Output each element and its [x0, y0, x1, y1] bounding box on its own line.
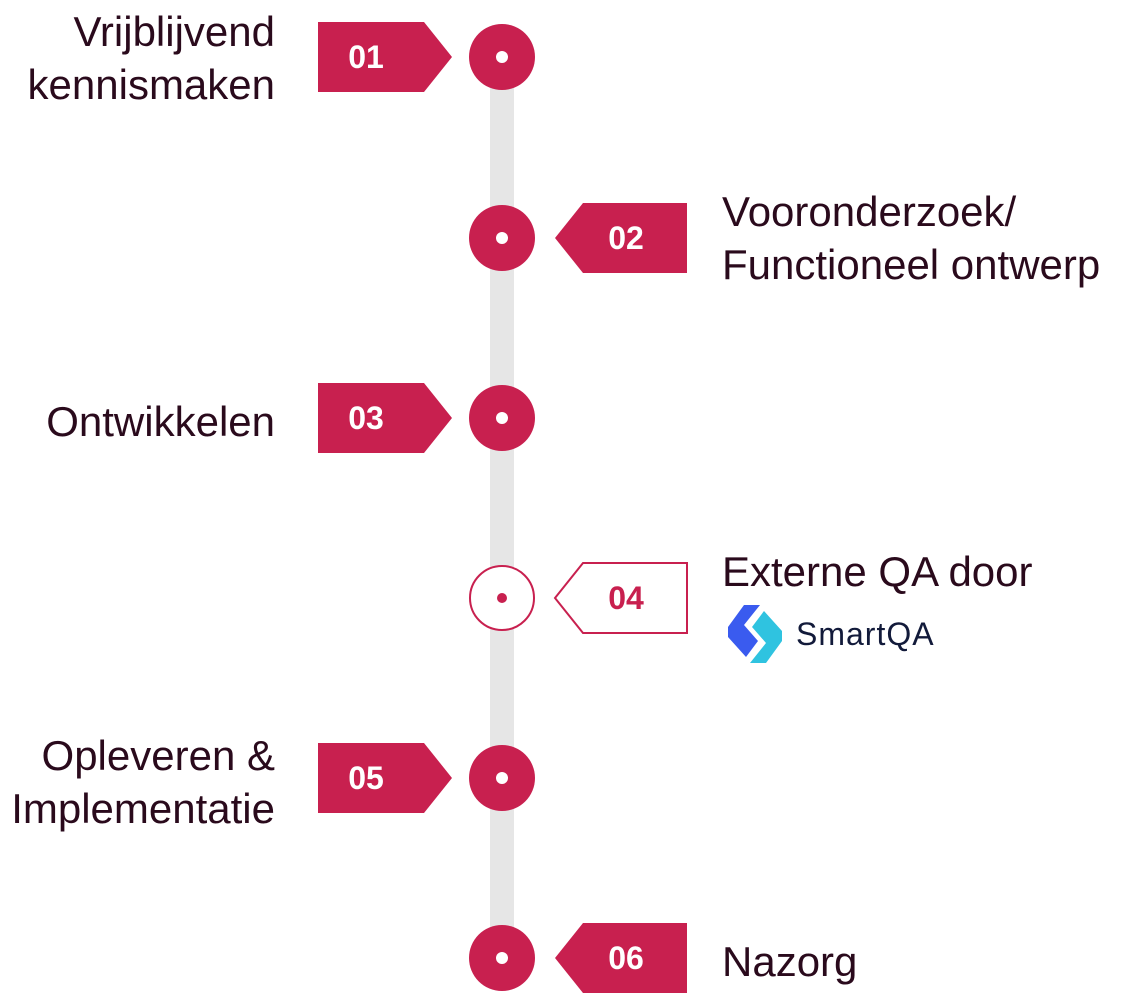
step-badge-03: [318, 383, 452, 453]
step-node-dot-01: [496, 51, 508, 63]
step-number-02: 02: [608, 220, 644, 256]
step-number-04: 04: [608, 580, 644, 616]
step-number-01: 01: [348, 39, 384, 75]
step-badge-01: [318, 22, 452, 92]
step-node-dot-06: [496, 952, 508, 964]
step-label-05: Opleveren & Implementatie: [11, 732, 275, 832]
smartqa-logo-text: SmartQA: [796, 615, 935, 652]
step-label-03: Ontwikkelen: [46, 398, 275, 445]
step-node-dot-03: [496, 412, 508, 424]
step-label-01: Vrijblijvend kennismaken: [27, 8, 275, 108]
step-node-dot-04: [497, 593, 507, 603]
step-badge-06: [555, 923, 687, 993]
smartqa-logo: SmartQA: [724, 600, 935, 668]
step-label-04: Externe QA door: [722, 548, 1033, 595]
step-badge-02: [555, 203, 687, 273]
smartqa-logo-icon: [728, 605, 782, 663]
step-node-dot-05: [496, 772, 508, 784]
step-label-06: Nazorg: [722, 938, 858, 985]
step-label-02: Vooronderzoek/ Functioneel ontwerp: [722, 188, 1101, 288]
step-badge-04: [553, 562, 688, 634]
timeline-line: [490, 58, 514, 958]
step-badge-05: [318, 743, 452, 813]
step-number-03: 03: [348, 400, 384, 436]
step-number-06: 06: [608, 940, 644, 976]
step-node-dot-02: [496, 232, 508, 244]
step-number-05: 05: [348, 760, 384, 796]
